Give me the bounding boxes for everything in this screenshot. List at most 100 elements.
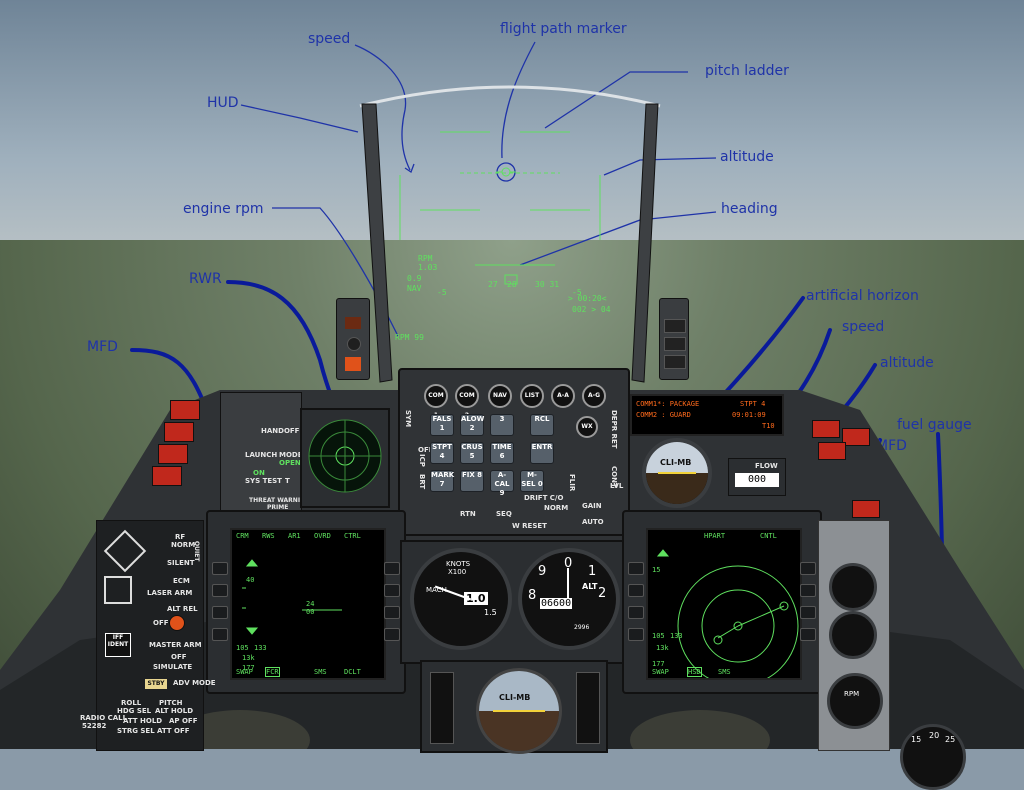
right-mfd-side-osb[interactable] <box>800 584 816 597</box>
ecm-label[interactable]: ECM <box>173 577 190 585</box>
left-mfd-side-osb[interactable] <box>212 628 228 641</box>
heading-box <box>504 274 518 285</box>
pitch-label[interactable]: PITCH <box>159 699 183 707</box>
hud-pitch-right: -5 <box>572 288 582 297</box>
misc-armament-panel: RF NORM QUIET SILENT ECM LASER ARM ALT R… <box>96 520 216 751</box>
rf-norm-label[interactable]: NORM <box>171 541 196 549</box>
adv-mode-label[interactable]: ADV MODE <box>173 679 216 687</box>
hud-arrow <box>240 104 359 133</box>
com1-button[interactable]: COM 1 <box>424 384 448 419</box>
hud-symbology <box>399 131 601 285</box>
key-fix-8[interactable]: FIX 8 <box>460 470 484 492</box>
right-mfd-osb-swap[interactable]: SWAP <box>652 668 669 676</box>
right-mfd-osb-cntl[interactable]: CNTL <box>760 532 777 540</box>
left-mfd-osb-dclt[interactable]: DCLT <box>344 668 361 676</box>
mode-label[interactable]: MODE <box>279 451 303 459</box>
seq-label[interactable]: SEQ <box>496 510 512 518</box>
alt-rel-button[interactable] <box>169 615 185 631</box>
rf-silent-label[interactable]: SILENT <box>167 559 195 567</box>
att-hold-label[interactable]: ATT HOLD <box>123 717 163 725</box>
att-off-label[interactable]: ATT OFF <box>157 727 190 735</box>
left-mfd-osb-crm[interactable]: CRM <box>236 532 249 540</box>
right-mfd-side-osb[interactable] <box>628 606 644 619</box>
key-acal-9[interactable]: A-CAL 9 <box>490 470 514 497</box>
right-mfd-side-osb[interactable] <box>628 584 644 597</box>
hud-rpm-label: RPM <box>418 254 433 263</box>
rf-quiet-label[interactable]: QUIET <box>193 541 200 562</box>
key-time-6[interactable]: TIME 6 <box>490 442 514 464</box>
key-alow-2[interactable]: ALOW 2 <box>460 414 484 436</box>
left-mfd-side-osb[interactable] <box>384 562 400 575</box>
left-warning-lights <box>150 400 202 520</box>
a-g-button[interactable]: A-G <box>582 384 606 408</box>
left-mfd-side-osb[interactable] <box>384 584 400 597</box>
laser-off-label[interactable]: OFF <box>153 619 169 627</box>
alt-rel-label[interactable]: ALT REL <box>167 605 198 613</box>
right-mfd-osb-sms[interactable]: SMS <box>718 668 731 676</box>
rpm-gauge-label: RPM <box>844 690 860 698</box>
annotation-speed-hud: speed <box>308 31 351 47</box>
list-button[interactable]: LIST <box>520 384 544 408</box>
key-crus-5[interactable]: CRUS 5 <box>460 442 484 464</box>
laser-arm-label[interactable]: LASER ARM <box>147 589 193 597</box>
wx-button[interactable]: WX <box>576 416 598 438</box>
left-mfd-osb-ctrl[interactable]: CTRL <box>344 532 361 540</box>
flight-instruments-panel: KNOTS X100 MACH 1.0 1.5 0 1 2 8 9 ALT 06… <box>400 540 626 664</box>
left-mfd-osb-swap[interactable]: SWAP <box>236 668 253 676</box>
right-mfd-side-osb[interactable] <box>800 628 816 641</box>
sys-test-label[interactable]: SYS TEST <box>245 477 282 485</box>
left-mfd-side-osb[interactable] <box>212 606 228 619</box>
a-a-button[interactable]: A-A <box>551 384 575 408</box>
stby-button[interactable]: STBY <box>145 679 167 689</box>
left-mfd-osb-ar1[interactable]: AR1 <box>288 532 301 540</box>
fpm-arrow-line <box>501 41 536 159</box>
left-mfd-side-osb[interactable] <box>212 562 228 575</box>
left-mfd-osb-rws[interactable]: RWS <box>262 532 275 540</box>
fuel-mark-20: 20 <box>929 731 940 740</box>
hud-time: > 00:20< <box>568 294 607 303</box>
key-stpt-4[interactable]: STPT 4 <box>430 442 454 464</box>
left-mfd-osb-sms[interactable]: SMS <box>314 668 327 676</box>
ap-off-label[interactable]: AP OFF <box>169 717 198 725</box>
rtn-label[interactable]: RTN <box>460 510 476 518</box>
airspeed-indicator: KNOTS X100 MACH 1.0 1.5 <box>410 548 512 650</box>
eject-select-button[interactable] <box>104 576 132 604</box>
key-3[interactable]: 3 <box>490 414 514 436</box>
key-rcl[interactable]: RCL <box>530 414 554 436</box>
w-reset-label[interactable]: W RESET <box>512 522 547 530</box>
simulate-label[interactable]: SIMULATE <box>153 663 193 671</box>
master-off-label[interactable]: OFF <box>171 653 187 661</box>
roll-label[interactable]: ROLL <box>121 699 142 707</box>
open-label: OPEN <box>279 459 301 467</box>
adi-ball-sky <box>479 671 559 711</box>
right-mfd-osb-hpart[interactable]: HPART <box>704 532 726 540</box>
hdg-sel-label[interactable]: HDG SEL <box>117 707 152 715</box>
key-mark-7[interactable]: MARK 7 <box>430 470 454 492</box>
annotation-rwr: RWR <box>189 271 222 287</box>
right-mfd-side-osb[interactable] <box>800 562 816 575</box>
mach-label: MACH <box>426 586 447 594</box>
key-fals-1[interactable]: FALS 1 <box>430 414 454 436</box>
alt-hold-label[interactable]: ALT HOLD <box>155 707 194 715</box>
left-mfd-osb-ovrd[interactable]: OVRD <box>314 532 331 540</box>
right-mfd-side-osb[interactable] <box>800 606 816 619</box>
key-entr[interactable]: ENTR <box>530 442 554 464</box>
strg-sel-label[interactable]: STRG SEL <box>117 727 155 735</box>
fuel-flow-indicator: FLOW 000 <box>728 458 786 496</box>
left-mfd-side-osb[interactable] <box>212 584 228 597</box>
iff-ident-button[interactable]: IFF IDENT <box>105 633 131 657</box>
t-label[interactable]: T <box>285 477 290 485</box>
nav-button[interactable]: NAV <box>488 384 512 408</box>
right-mfd-side-osb[interactable] <box>628 628 644 641</box>
com2-button[interactable]: COM 2 <box>455 384 479 419</box>
key-msel-0[interactable]: M-SEL 0 <box>520 470 544 492</box>
handoff-label[interactable]: HANDOFF <box>261 427 300 435</box>
left-mfd-osb-fcr[interactable]: FCR <box>265 667 280 677</box>
airspeed-sub: X100 <box>448 568 467 576</box>
launch-label[interactable]: LAUNCH <box>245 451 278 459</box>
master-arm-label[interactable]: MASTER ARM <box>149 641 202 649</box>
right-mfd-osb-hsd[interactable]: HSD <box>687 667 702 677</box>
right-mfd-side-osb[interactable] <box>628 562 644 575</box>
left-mfd-side-osb[interactable] <box>384 606 400 619</box>
left-mfd-side-osb[interactable] <box>384 628 400 641</box>
